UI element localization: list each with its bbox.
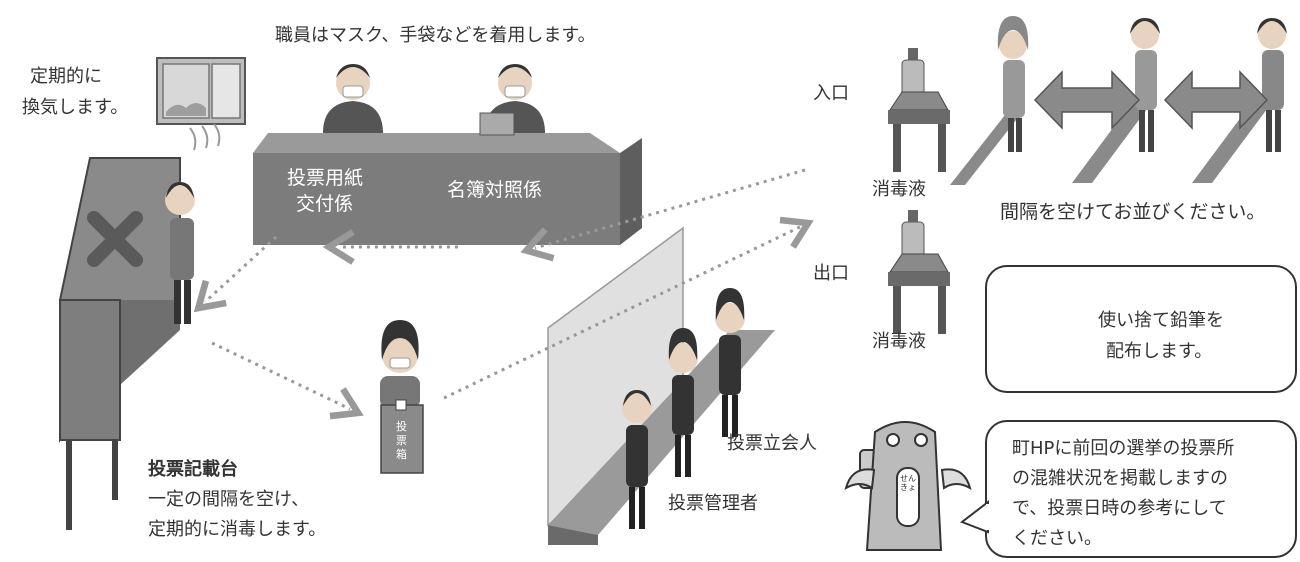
ballot-box — [380, 399, 424, 474]
witness-platform — [547, 226, 775, 545]
exit-label: 出口 — [813, 263, 849, 284]
mascot-note-line-1: 町HPに前回の選挙の投票所 — [1012, 438, 1235, 459]
mascot-badge-text: せんきょ — [900, 474, 916, 492]
mascot-note-line-3: で、投票日時の参考にして — [1012, 498, 1227, 519]
ballot-issue-label-1: 投票用紙 — [287, 167, 364, 189]
mascot-icon — [844, 421, 972, 551]
flow-arrows — [193, 168, 814, 420]
reception-counter — [253, 133, 642, 245]
disinfectant-station-exit — [888, 210, 950, 334]
voter-at-ballot-box — [380, 320, 420, 408]
voter-at-desk — [165, 182, 195, 324]
disinfectant-label-entrance: 消毒液 — [872, 179, 926, 200]
window-illustration — [156, 57, 246, 151]
ballot-box-char-3: 箱 — [396, 448, 407, 461]
ventilation-line-1: 定期的に — [30, 66, 102, 87]
ballot-issue-label-2: 交付係 — [296, 193, 354, 215]
mascot-note-line-2: の混雑状況を掲載しますの — [1012, 468, 1228, 489]
ventilation-line-2: 換気します。 — [22, 97, 129, 118]
disinfectant-station-entrance — [888, 48, 950, 172]
speech-bubble-tail — [960, 500, 990, 534]
manager-label: 投票管理者 — [668, 493, 758, 514]
ballot-box-char-2: 票 — [396, 434, 407, 447]
queue-spacing-note: 間隔を空けてお並びください。 — [1000, 201, 1266, 223]
roll-check-label: 名簿対照係 — [447, 179, 543, 201]
witness-people — [622, 288, 745, 529]
distance-arrows — [1033, 70, 1269, 130]
writing-desk-booth — [59, 157, 181, 530]
mascot-speech-bubble — [985, 420, 1297, 558]
witness-label: 投票立会人 — [727, 433, 817, 454]
queue-person-3 — [1257, 18, 1287, 152]
queue-person-2 — [1130, 18, 1160, 152]
queue-floor-markings — [950, 105, 1270, 185]
pencil-note-box — [985, 265, 1297, 393]
staff-mask-note: 職員はマスク、手袋などを着用します。 — [275, 25, 596, 46]
mascot-note-line-4: ください。 — [1012, 528, 1102, 549]
writing-desk-desc-2: 定期的に消毒します。 — [148, 519, 327, 540]
entrance-label: 入口 — [813, 83, 849, 104]
ballot-box-char-1: 投 — [396, 420, 407, 433]
queue-person-1 — [997, 16, 1029, 152]
writing-desk-desc-1: 一定の間隔を空け、 — [148, 489, 310, 510]
disinfectant-label-exit: 消毒液 — [872, 331, 926, 352]
pencil-note-line-2: 配布します。 — [1106, 341, 1213, 362]
pencil-note-line-1: 使い捨て鉛筆を — [1098, 310, 1224, 331]
staff-roll-check — [479, 64, 545, 136]
writing-desk-title: 投票記載台 — [148, 459, 238, 480]
staff-ballot-issue — [323, 64, 383, 133]
